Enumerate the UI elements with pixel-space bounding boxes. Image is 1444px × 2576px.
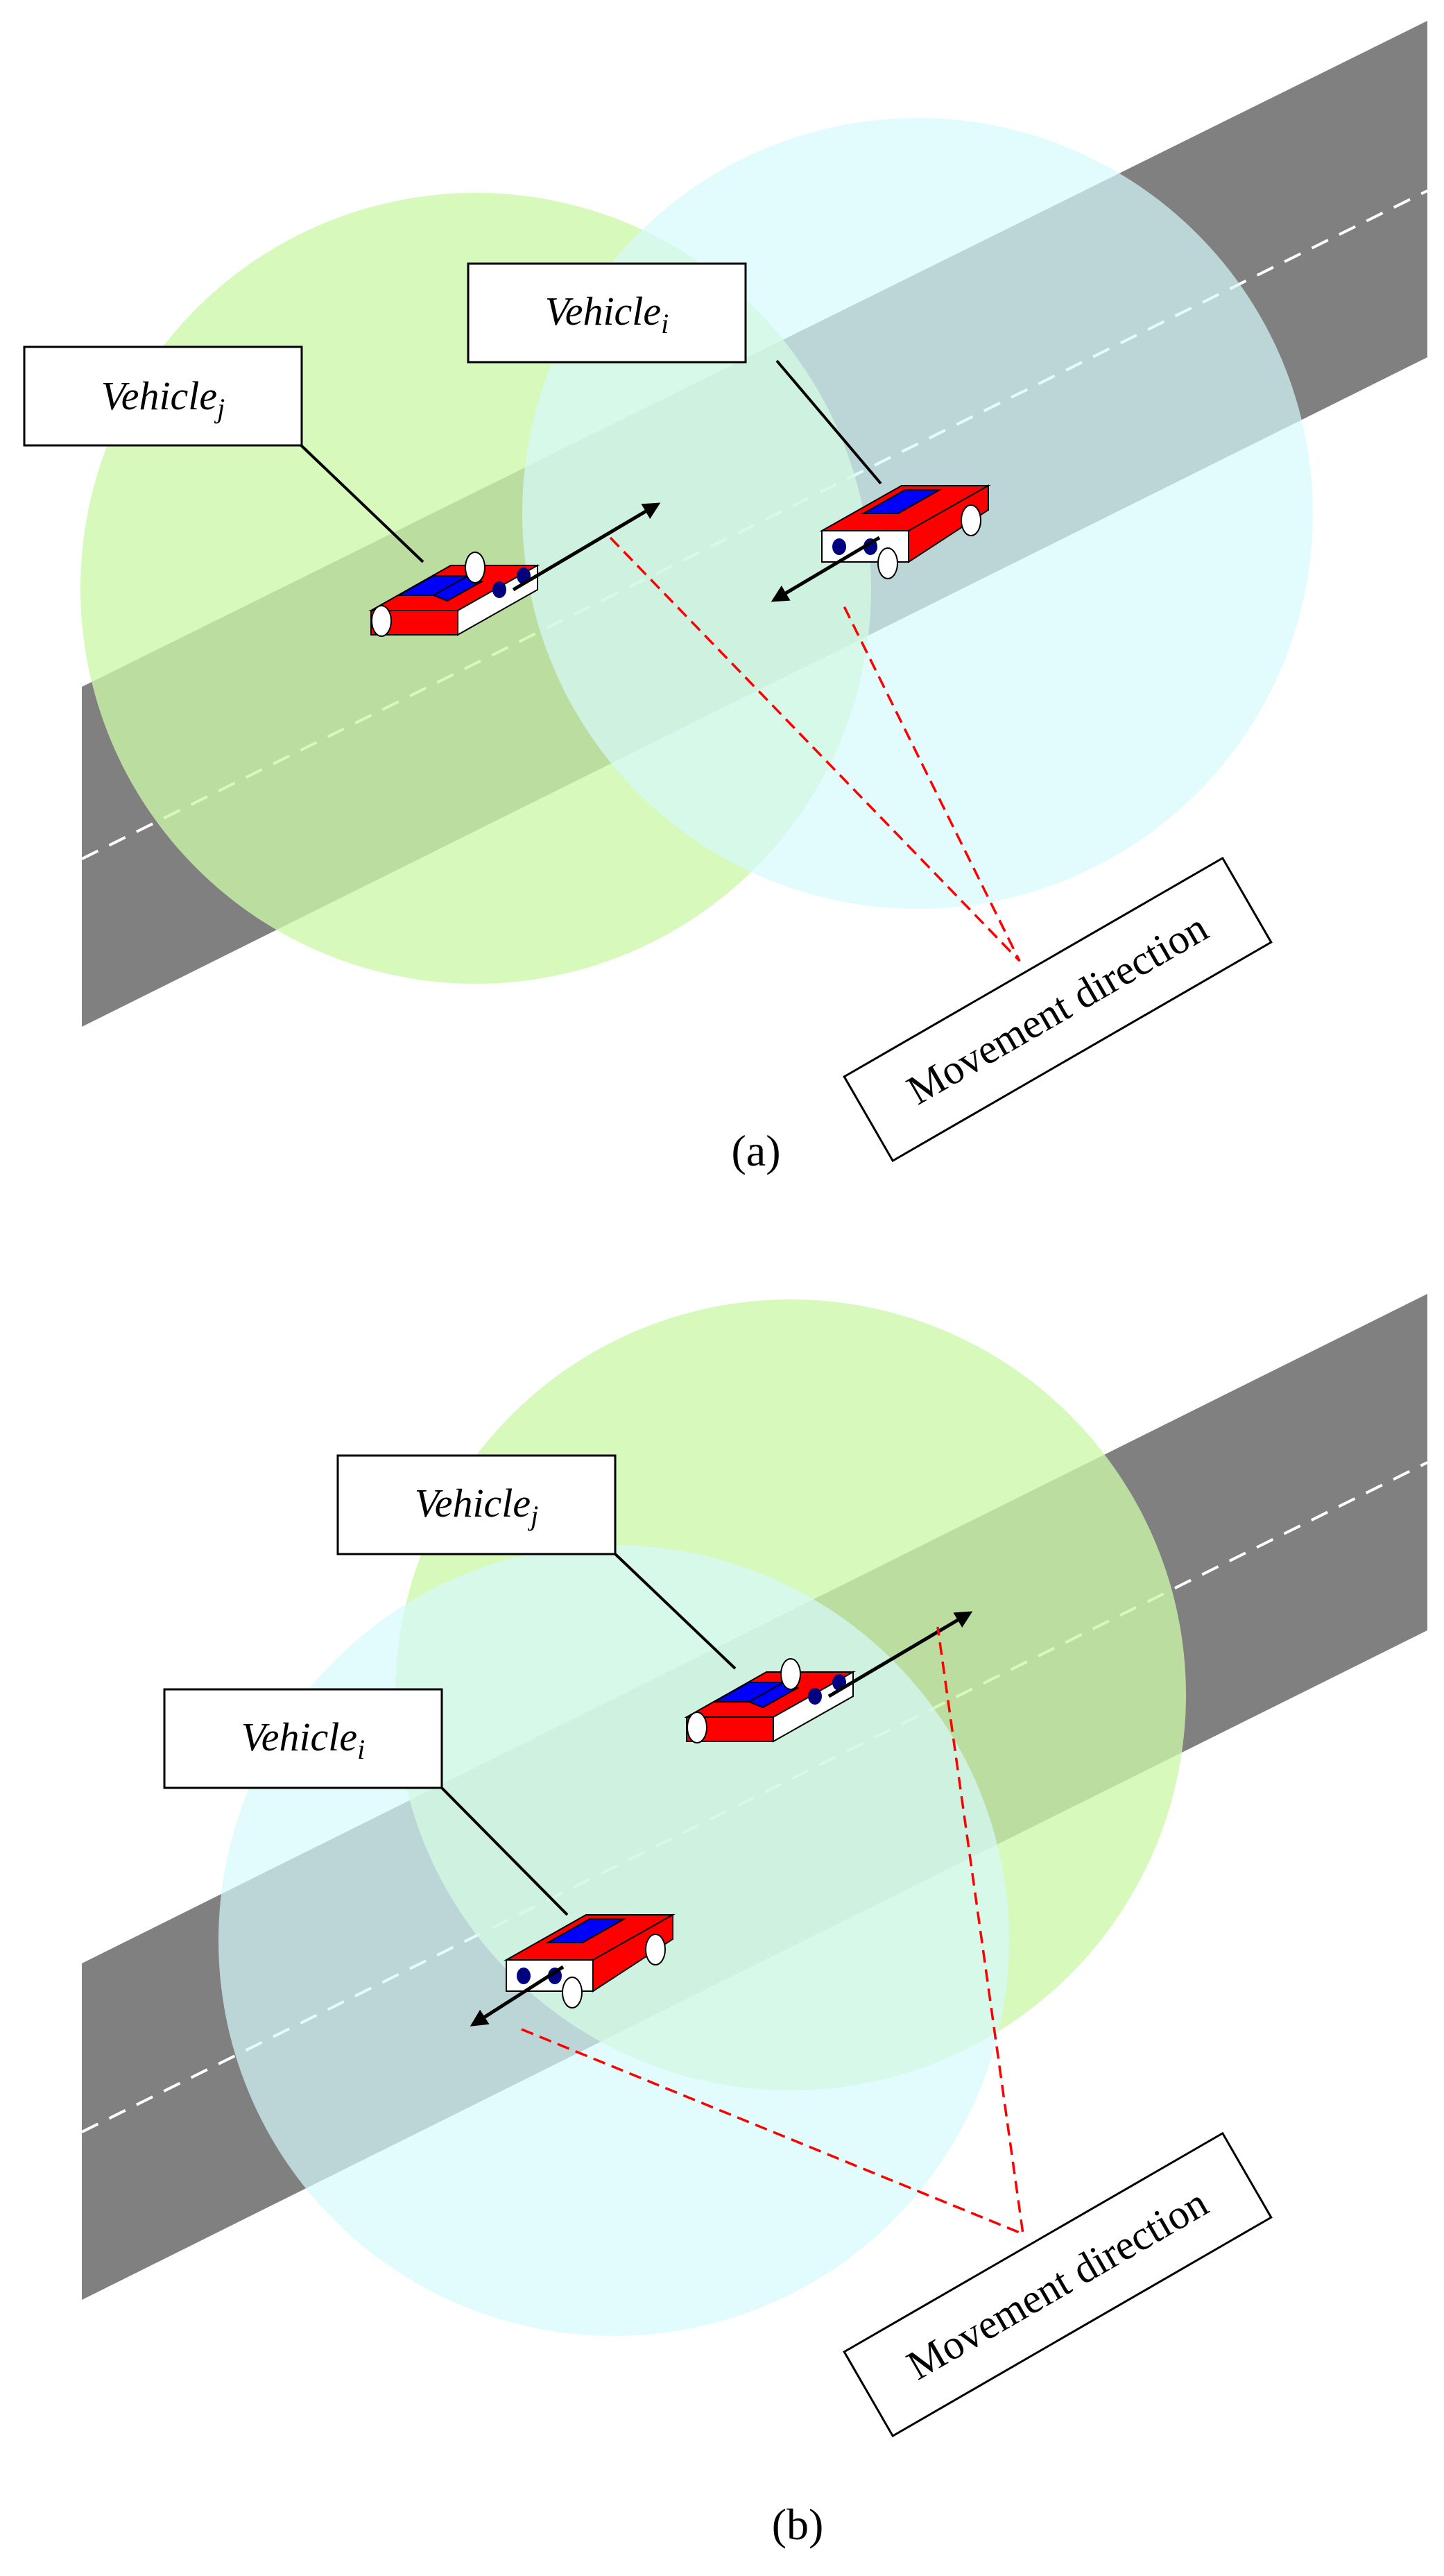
svg-text:Movement direction: Movement direction — [900, 905, 1216, 1114]
pointer-line-i — [439, 1785, 569, 1916]
direction-arrow-j — [827, 1611, 973, 1698]
panel-b: Vehiclej Vehiclei Movement direction (b) — [81, 1294, 1428, 2549]
vehicle-j-label: Vehiclej — [336, 1454, 617, 1555]
pointer-line-j — [297, 441, 424, 563]
panel-caption-a: (a) — [731, 1126, 780, 1175]
direction-arrow-i — [470, 1965, 565, 2027]
vehicle-i-label: Vehiclei — [467, 262, 747, 364]
svg-text:Movement direction: Movement direction — [900, 2180, 1216, 2389]
direction-arrow-i — [771, 536, 881, 602]
movement-direction-lines — [609, 536, 1021, 962]
direction-arrow-j — [512, 502, 661, 592]
svg-text:Vehiclei: Vehiclei — [545, 289, 669, 339]
movement-direction-lines — [521, 1626, 1025, 2236]
panel-a: Vehiclej Vehiclei Movement direction (a) — [23, 21, 1428, 1175]
pointer-line-j — [612, 1551, 737, 1670]
pointer-line-i — [775, 359, 882, 485]
svg-text:Vehiclej: Vehiclej — [415, 1481, 539, 1531]
svg-text:Vehiclej: Vehiclej — [101, 373, 225, 424]
panel-caption-b: (b) — [772, 2500, 824, 2549]
vehicle-i-label: Vehiclei — [163, 1688, 443, 1789]
svg-text:Vehiclei: Vehiclei — [241, 1714, 366, 1765]
vehicle-j-label: Vehiclej — [23, 346, 303, 447]
